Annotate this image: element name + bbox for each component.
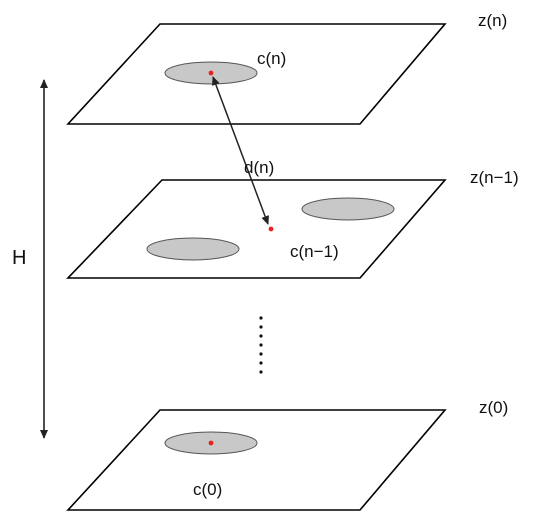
ellipsis-dot [259,325,263,329]
arrow-line [212,76,269,225]
ellipsis-dot [259,334,263,338]
label-c-n: c(n) [257,49,286,68]
plane-bottom: z(0) c(0) [66,398,508,511]
ellipsis-dot [259,361,263,365]
plane-middle: z(n−1) c(n−1) [66,168,519,279]
plane-bottom-surface [66,409,447,511]
centroid-middle [268,226,274,232]
centroid-top [208,70,214,76]
ellipsis-dot [259,343,263,347]
label-d-n: d(n) [244,158,274,177]
label-c-0: c(0) [193,480,222,499]
height-arrow: H [12,79,48,439]
region-middle-left [146,237,240,261]
label-height: H [12,247,26,269]
label-z-n-minus-1: z(n−1) [470,168,519,187]
ellipsis-dots [259,316,263,374]
centroid-bottom [208,440,214,446]
region-middle-right [301,197,395,221]
distance-arrow: d(n) [212,76,274,225]
ellipsis-dot [259,316,263,320]
label-z-0: z(0) [479,398,508,417]
ellipsis-dot [259,370,263,374]
label-c-n-minus-1: c(n−1) [290,242,339,261]
label-z-n: z(n) [478,11,507,30]
plane-top: z(n) c(n) [66,11,507,125]
ellipsis-dot [259,352,263,356]
